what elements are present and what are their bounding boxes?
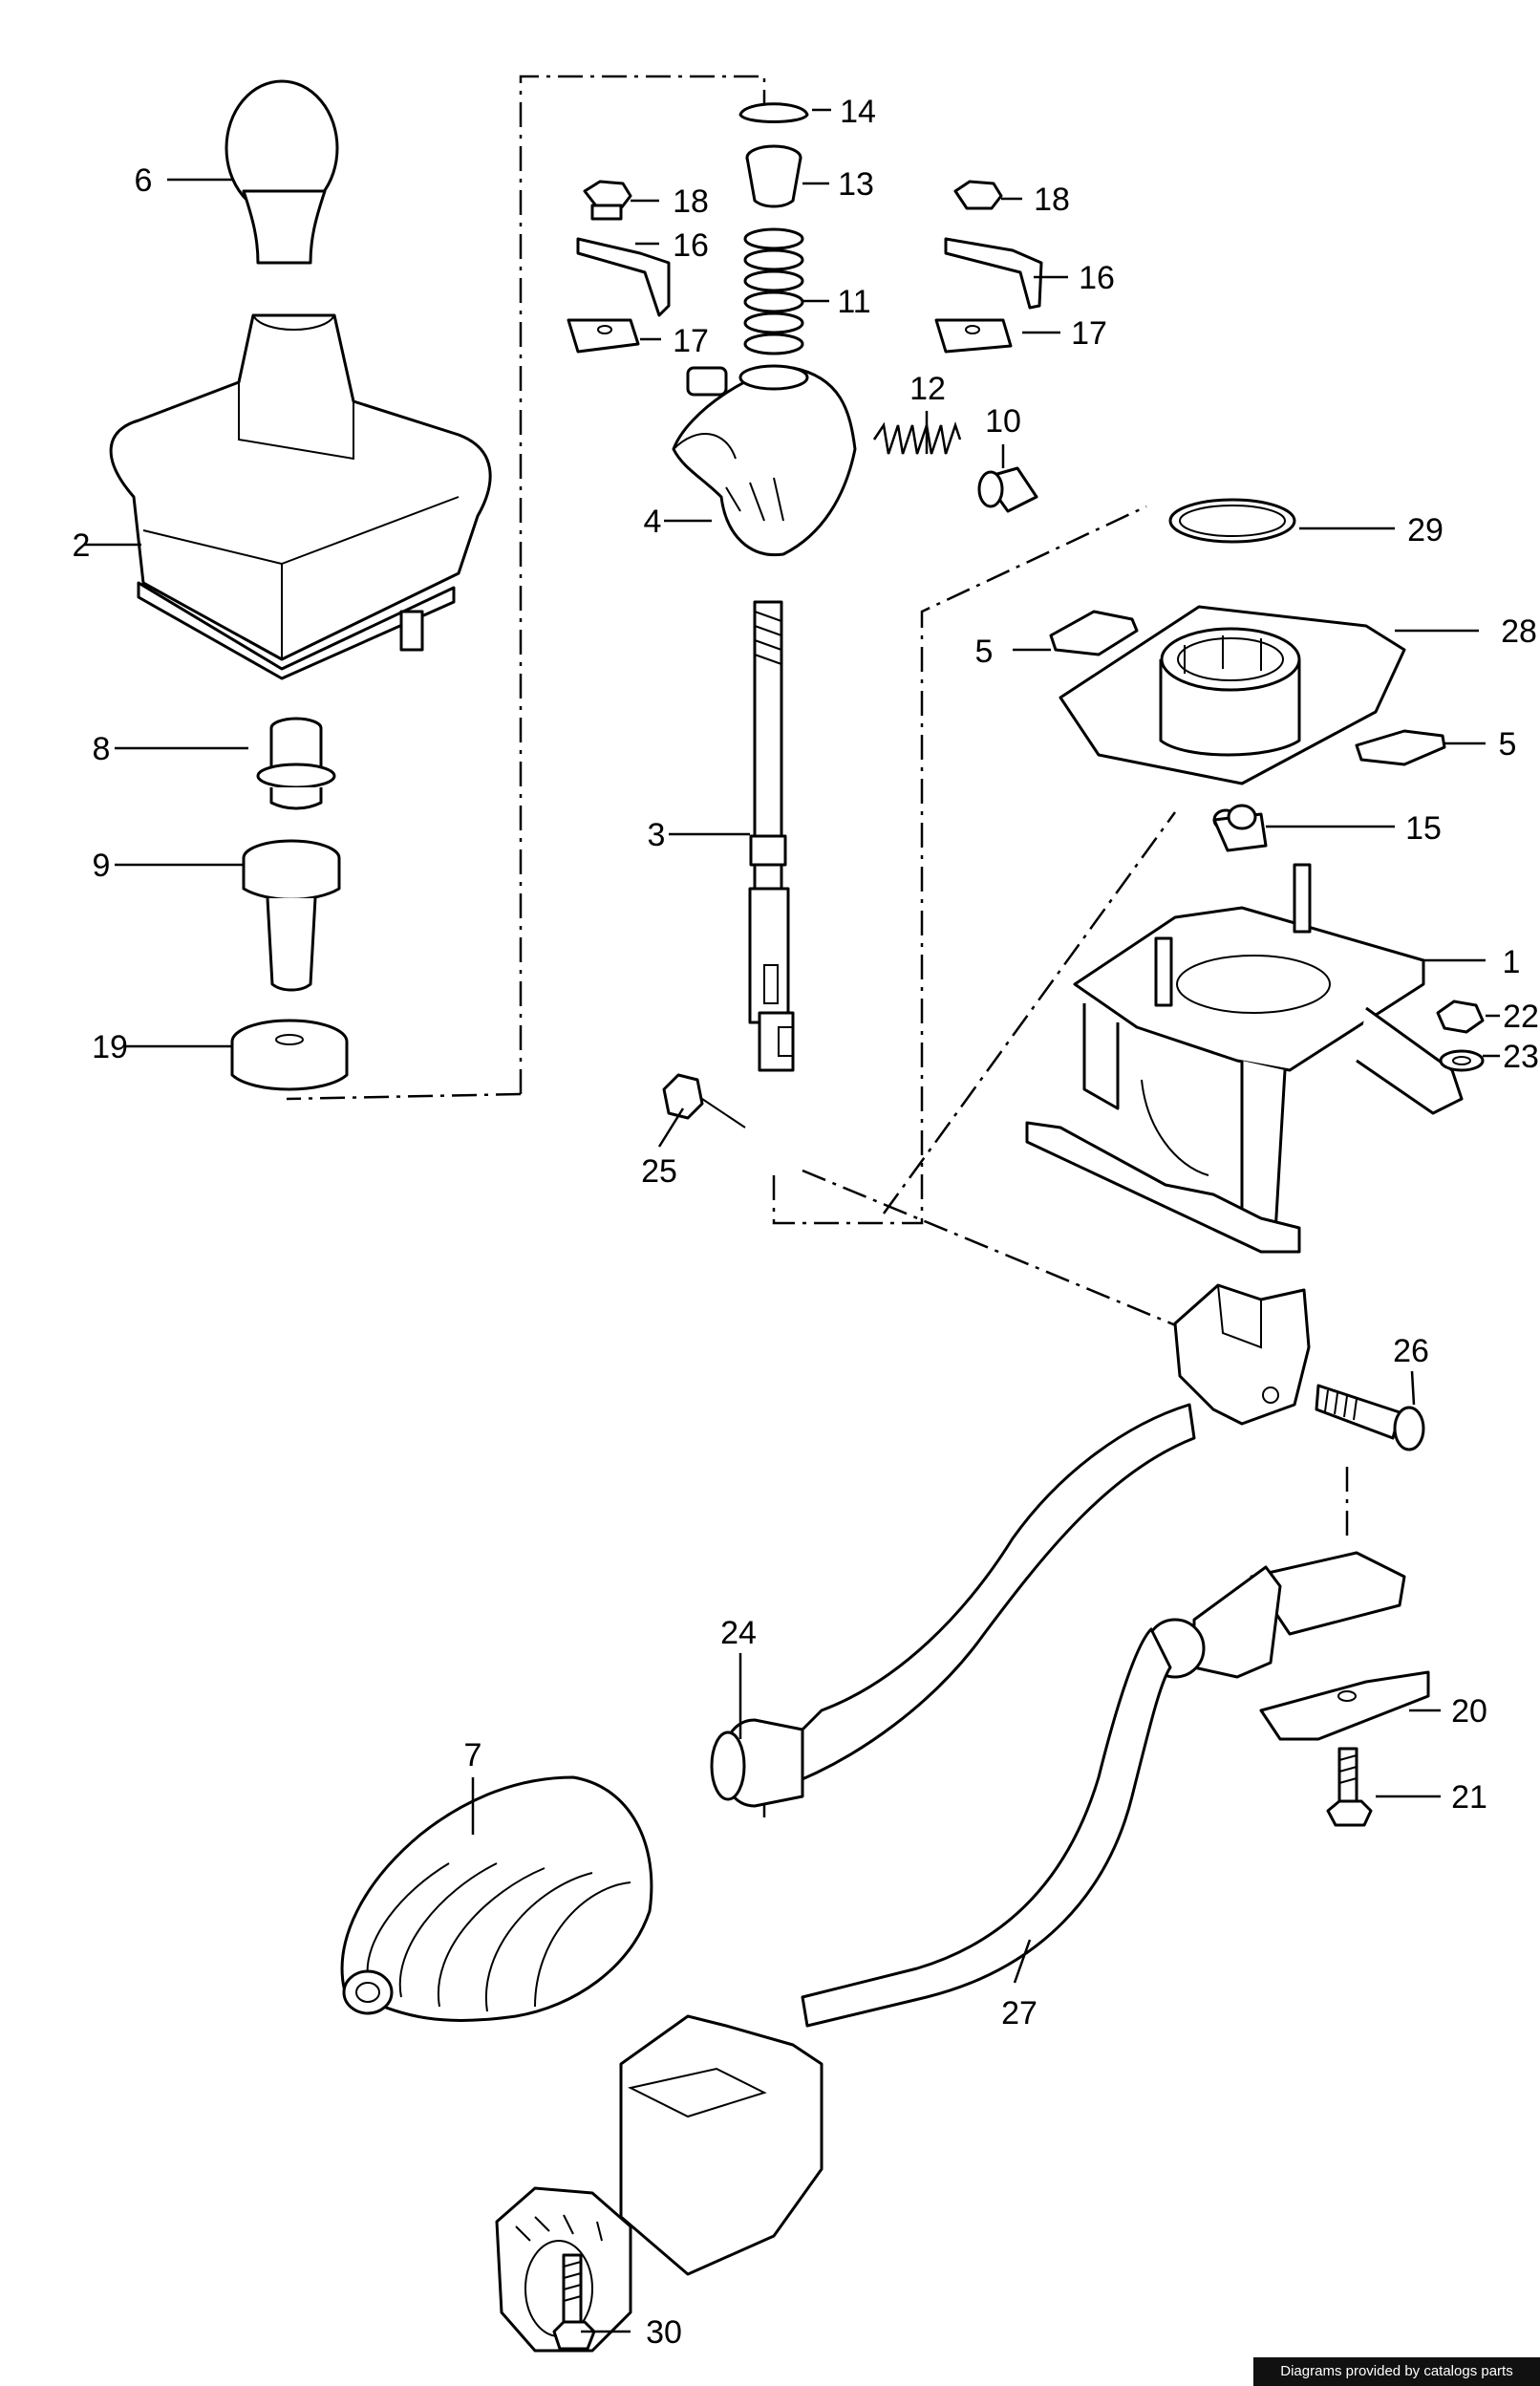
part-6-shift-knob xyxy=(225,79,339,265)
callout-6: 6 xyxy=(135,162,153,199)
callout-27: 27 xyxy=(1001,1995,1037,2031)
callout-4: 4 xyxy=(644,504,662,540)
callout-14: 14 xyxy=(840,94,876,130)
part-18-16-17-left-fasteners xyxy=(567,180,671,354)
part-25-nut xyxy=(662,1073,746,1129)
callout-11: 11 xyxy=(837,284,870,320)
part-4-lever-ball-housing xyxy=(672,364,857,557)
part-7-rubber-bellows xyxy=(340,1775,653,2023)
callout-26: 26 xyxy=(1393,1333,1429,1369)
part-18-16-17-right-fasteners xyxy=(934,180,1043,354)
callout-5-right: 5 xyxy=(1499,726,1517,763)
part-24-shift-lever xyxy=(710,1283,1311,1808)
part-22-nut xyxy=(1436,1000,1485,1034)
credit-banner: Diagrams provided by catalogs parts xyxy=(1253,2357,1540,2386)
part-10-detent-pin xyxy=(977,466,1038,513)
callout-10: 10 xyxy=(985,403,1021,440)
callout-17-right: 17 xyxy=(1071,315,1107,352)
callout-7: 7 xyxy=(464,1737,482,1773)
callout-5-left: 5 xyxy=(975,634,994,670)
callout-16-right: 16 xyxy=(1079,260,1115,296)
callout-24: 24 xyxy=(720,1615,757,1651)
leader-lines xyxy=(84,108,1500,2333)
callout-1: 1 xyxy=(1503,944,1521,980)
part-8-bushing xyxy=(256,717,336,810)
lower-gear-housing xyxy=(495,2014,823,2353)
assembly-lines xyxy=(286,75,1349,1820)
part-20-clamp-lower xyxy=(1259,1670,1430,1741)
callout-16-left: 16 xyxy=(673,227,709,264)
callout-17-left: 17 xyxy=(673,323,709,359)
part-1-shift-housing xyxy=(1025,863,1464,1254)
callout-9: 9 xyxy=(93,848,111,884)
spring-coils xyxy=(743,227,804,355)
callout-labels: 6 2 8 9 19 25 3 4 14 13 11 12 10 18 16 1… xyxy=(73,94,1539,2351)
part-28-bearing-plate xyxy=(1059,605,1406,785)
part-5-pad-right xyxy=(1355,729,1446,766)
part-20-clamp-upper xyxy=(1250,1551,1406,1636)
part-21-bolt xyxy=(1326,1747,1373,1827)
callout-22: 22 xyxy=(1503,999,1539,1035)
part-14-13-11-spring-stack xyxy=(738,102,809,355)
part-23-washer xyxy=(1439,1049,1485,1072)
part-27-shift-rod xyxy=(801,1565,1282,2028)
callout-19: 19 xyxy=(92,1029,128,1065)
part-19-felt-ring xyxy=(230,1019,349,1091)
part-12-detent-spring xyxy=(872,421,962,455)
callout-15: 15 xyxy=(1405,810,1442,847)
callout-2: 2 xyxy=(73,527,91,564)
callout-8: 8 xyxy=(93,731,111,767)
callout-30: 30 xyxy=(646,2314,682,2351)
part-29-circlip xyxy=(1168,498,1296,544)
callout-29: 29 xyxy=(1407,512,1444,548)
part-9-guide-sleeve xyxy=(242,839,341,992)
callout-21: 21 xyxy=(1451,1779,1487,1816)
callout-12: 12 xyxy=(909,371,946,407)
callout-18-left: 18 xyxy=(673,183,709,220)
part-2-shift-boot xyxy=(109,313,492,680)
part-5-pad-left xyxy=(1049,610,1139,656)
callout-20: 20 xyxy=(1451,1693,1487,1730)
callout-28: 28 xyxy=(1501,613,1537,650)
part-3-shift-rod xyxy=(748,600,795,1072)
part-15-bush xyxy=(1212,804,1268,852)
callout-23: 23 xyxy=(1503,1039,1539,1075)
callout-25: 25 xyxy=(641,1153,677,1190)
callout-18-right: 18 xyxy=(1034,182,1070,218)
callout-13: 13 xyxy=(838,166,874,203)
part-26-bolt xyxy=(1315,1384,1425,1451)
callout-3: 3 xyxy=(648,817,666,853)
